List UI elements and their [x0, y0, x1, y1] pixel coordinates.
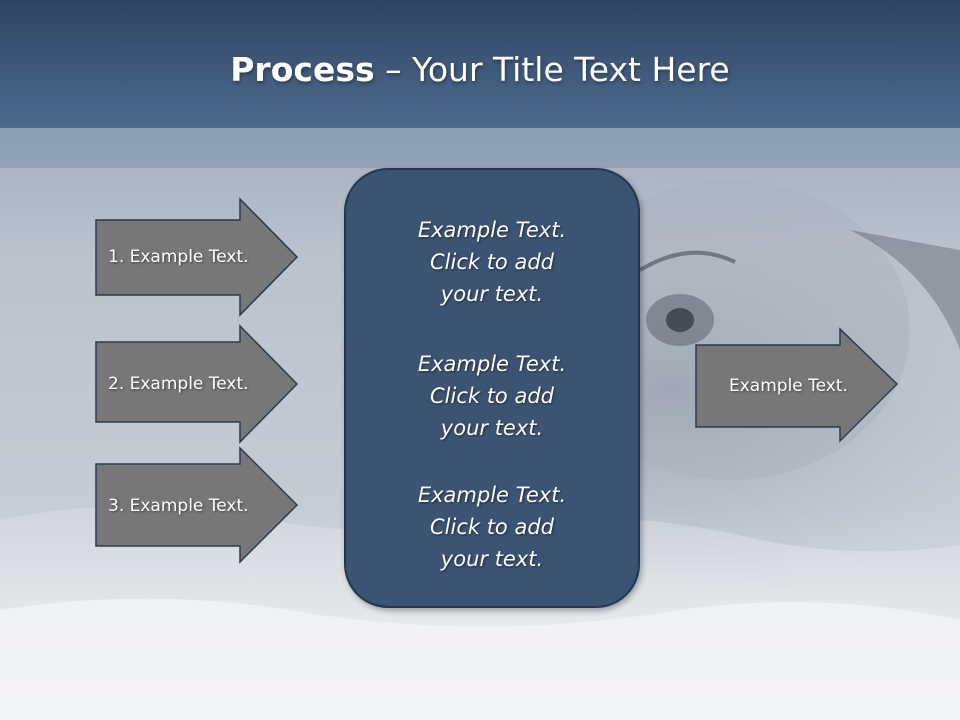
center-paragraph-1: Example Text. Click to add your text.: [417, 218, 567, 306]
arrow-shape-icon: [95, 446, 299, 564]
title-bold: Process: [230, 50, 375, 89]
left-arrow-label: 1. Example Text.: [108, 247, 249, 267]
left-arrow-3[interactable]: 3. Example Text.: [95, 446, 300, 565]
arrow-shape-icon: [95, 324, 299, 444]
right-arrow[interactable]: Example Text.: [695, 327, 900, 444]
center-text-box[interactable]: Example Text. Click to add your text. Ex…: [344, 168, 640, 608]
center-paragraph-3: Example Text. Click to add your text.: [417, 483, 567, 571]
slide-title[interactable]: Process – Your Title Text Here: [0, 50, 960, 89]
left-arrow-1[interactable]: 1. Example Text.: [95, 197, 300, 317]
center-paragraph-2: Example Text. Click to add your text.: [417, 352, 567, 440]
left-arrow-label: 2. Example Text.: [108, 374, 249, 394]
arrow-shape-icon: [695, 327, 899, 443]
left-arrow-2[interactable]: 2. Example Text.: [95, 324, 300, 444]
arrow-shape-icon: [95, 197, 299, 317]
right-arrow-label: Example Text.: [729, 376, 848, 396]
title-rest: – Your Title Text Here: [374, 50, 730, 89]
left-arrow-label: 3. Example Text.: [108, 496, 249, 516]
